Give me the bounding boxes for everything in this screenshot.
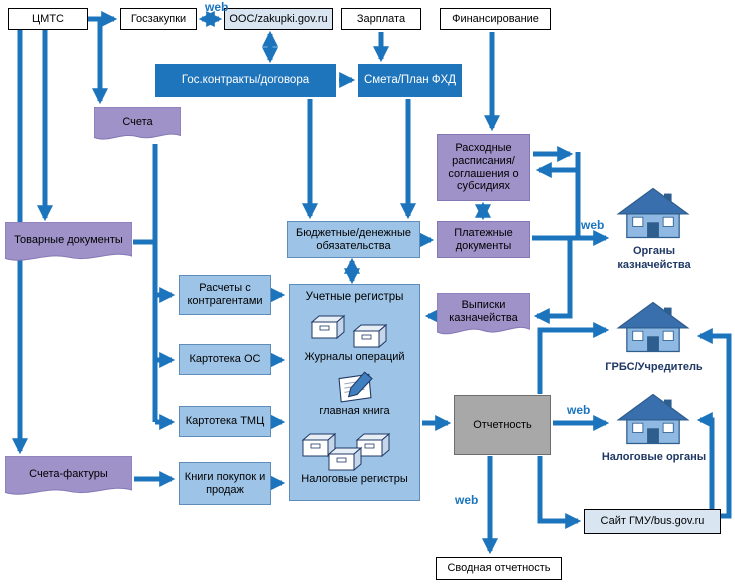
tax-authority-label: Налоговые органы bbox=[601, 451, 707, 463]
main-book-icon bbox=[338, 371, 373, 403]
web-label-top: web bbox=[205, 0, 229, 14]
node-vypiski-kaznacheystva: Выписки казначейства bbox=[437, 293, 530, 340]
journals-icon bbox=[311, 315, 387, 348]
node-raschety-s-kontragentami: Расчеты с контрагентами bbox=[179, 275, 271, 315]
document-shape bbox=[437, 293, 530, 340]
node-zarplata: Зарплата bbox=[341, 8, 421, 30]
node-finansirovanie: Финансирование bbox=[440, 8, 551, 30]
tax-registers-icon bbox=[302, 433, 390, 471]
node-svodnaya-otchetnost: Сводная отчетность bbox=[436, 557, 562, 580]
document-shape bbox=[5, 456, 132, 500]
main-book-label: главная книга bbox=[319, 405, 390, 417]
node-oos-zakupki: ООС/zakupki.gov.ru bbox=[224, 8, 333, 30]
node-otchetnost: Отчетность bbox=[454, 395, 551, 455]
flow-arrow bbox=[537, 321, 610, 394]
grbs-house-icon bbox=[617, 301, 689, 353]
node-smeta: Смета/План ФХД bbox=[358, 64, 462, 97]
node-goszakupki: Госзакупки bbox=[120, 8, 197, 30]
treasury-house-icon bbox=[617, 187, 689, 239]
tax-registers-label: Налоговые регистры bbox=[301, 473, 408, 485]
uchetnye-registry-title: Учетные регистры bbox=[305, 291, 404, 303]
web-label-tax: web bbox=[567, 403, 591, 417]
node-scheta: Счета bbox=[94, 107, 181, 144]
web-label-summary: web bbox=[455, 493, 479, 507]
node-kartoteka-tmts: Картотека ТМЦ bbox=[179, 406, 271, 437]
flow-arrow bbox=[533, 240, 573, 325]
journals-label: Журналы операций bbox=[304, 351, 405, 363]
node-sayt-gmu: Сайт ГМУ/bus.gov.ru bbox=[584, 509, 721, 534]
node-kartoteka-os: Картотека ОС bbox=[179, 344, 271, 375]
node-scheta-faktury: Счета-фактуры bbox=[5, 456, 132, 500]
node-byudzhetnye-obyazatelstva: Бюджетные/денежные обязательства bbox=[287, 221, 420, 258]
node-knigi-pokupok: Книги покупок и продаж bbox=[179, 462, 271, 505]
document-shape bbox=[5, 222, 132, 266]
flow-arrow bbox=[696, 327, 732, 519]
node-rashodnye-raspisaniya: Расходные расписания/ соглашения о субси… bbox=[437, 134, 530, 201]
tax-authority-house-icon bbox=[617, 393, 689, 445]
document-shape bbox=[94, 107, 181, 144]
node-cmts: ЦМТС bbox=[8, 8, 88, 30]
node-goskontrakty: Гос.контракты/договора bbox=[155, 64, 336, 97]
tovarnye-dokumenty-label: Товарные документы bbox=[14, 233, 123, 246]
flow-arrow bbox=[696, 411, 715, 509]
node-tovarnye-dokumenty: Товарные документы bbox=[5, 222, 132, 266]
node-platezhnye-dokumenty: Платежные документы bbox=[437, 221, 530, 258]
scheta-faktury-label: Счета-фактуры bbox=[29, 467, 108, 480]
node-uchetnye-registry: Учетные регистры Журналы операций главна… bbox=[289, 284, 420, 501]
web-label-treasury: web bbox=[581, 218, 605, 232]
treasury-label: Органы казначейства bbox=[617, 245, 691, 272]
flow-arrow bbox=[537, 456, 582, 530]
scheta-label: Счета bbox=[122, 115, 153, 128]
grbs-label: ГРБС/Учредитель bbox=[605, 361, 703, 373]
vypiski-kaznacheystva-label: Выписки казначейства bbox=[449, 299, 518, 325]
